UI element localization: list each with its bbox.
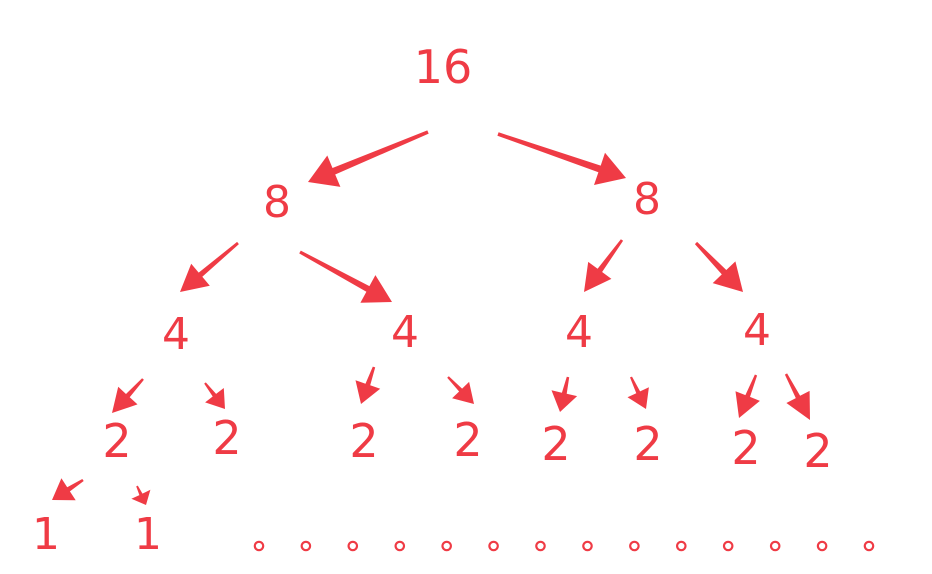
arrow-8-to-4-4	[694, 241, 743, 292]
arrow-4-to-2-2	[204, 382, 225, 409]
node-1-2: 1	[134, 509, 162, 560]
arrow-4-to-2-4	[447, 376, 474, 404]
node-2-3: 2	[349, 414, 379, 468]
arrow-8-to-4-1	[180, 241, 239, 292]
ellipsis-dot	[300, 540, 312, 552]
node-2-8: 2	[803, 424, 833, 478]
ellipsis-dot	[769, 540, 781, 552]
arrow-16-to-8-right	[497, 132, 626, 185]
node-8-right: 8	[633, 174, 661, 225]
ellipsis-dot	[816, 540, 828, 552]
node-4-3: 4	[565, 307, 593, 358]
ellipsis-dot	[582, 540, 593, 552]
node-1-1: 1	[32, 509, 60, 560]
arrow-4-to-2-3	[355, 366, 381, 404]
arrow-4-to-2-7	[735, 374, 760, 418]
ellipsis-dot	[535, 540, 546, 552]
arrow-2-to-1-1	[52, 478, 84, 501]
ellipsis-dot	[629, 540, 640, 552]
ellipsis-dot	[863, 540, 875, 552]
node-8-left: 8	[263, 177, 291, 228]
node-4-2: 4	[391, 307, 419, 358]
ellipsis-dot	[675, 540, 687, 552]
arrow-4-to-2-6	[627, 376, 649, 409]
ellipsis-dot	[722, 540, 734, 552]
arrow-4-to-2-5	[551, 376, 578, 412]
node-4-4: 4	[743, 305, 771, 356]
ellipsis-dot	[347, 540, 359, 552]
ellipsis-dot	[253, 540, 265, 552]
arrow-4-to-2-1	[112, 378, 144, 413]
ellipsis-dot	[441, 540, 452, 552]
node-4-1: 4	[162, 309, 190, 360]
arrow-2-to-1-2	[131, 485, 151, 505]
node-2-2: 2	[212, 411, 242, 465]
arrow-4-to-2-8	[784, 373, 810, 420]
arrow-16-to-8-left	[308, 130, 429, 187]
node-2-1: 2	[102, 414, 132, 468]
arrow-8-to-4-3	[584, 239, 624, 292]
node-2-5: 2	[541, 417, 571, 471]
root-node-16: 16	[413, 40, 473, 94]
node-2-7: 2	[731, 421, 761, 475]
arrow-8-to-4-2	[299, 250, 392, 303]
ellipsis-dot	[488, 540, 499, 552]
node-2-6: 2	[633, 417, 663, 471]
node-2-4: 2	[453, 413, 483, 467]
ellipsis-dot	[394, 540, 406, 552]
